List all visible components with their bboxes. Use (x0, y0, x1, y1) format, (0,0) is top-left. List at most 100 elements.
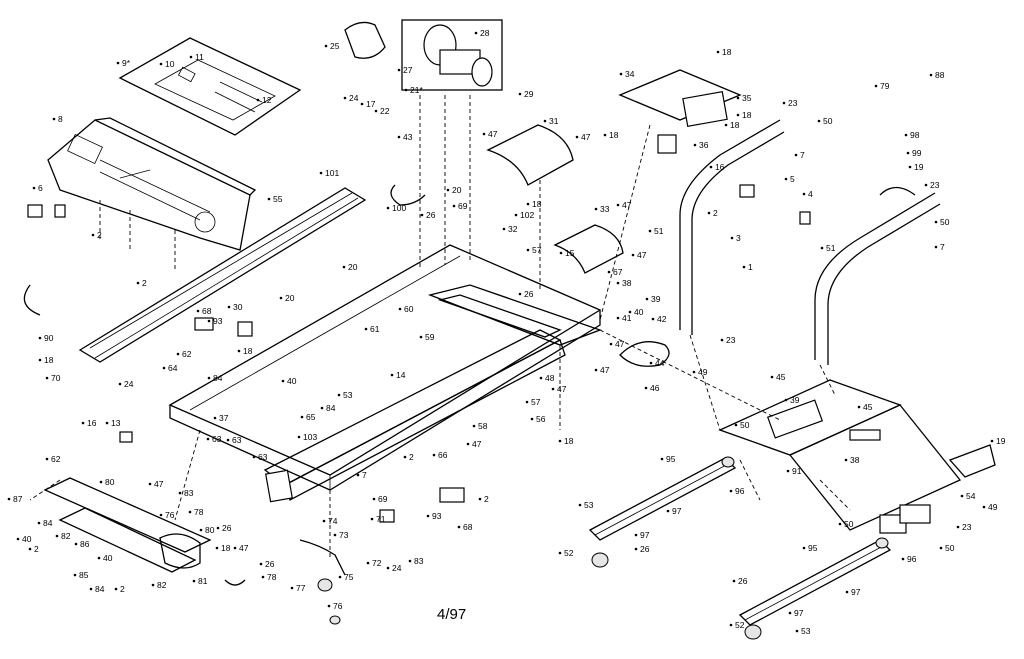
callout-label: 51 (654, 226, 664, 236)
callout-label: 33 (600, 204, 610, 214)
fastener-dot (575, 135, 579, 139)
callout-label: 7 (940, 242, 945, 252)
callout-label: 82 (157, 580, 167, 590)
fastener-dot (788, 611, 792, 615)
fastener-dot (338, 575, 342, 579)
callout-label: 34 (625, 69, 635, 79)
fastener-dot (105, 421, 109, 425)
console-overlay-decal (118, 37, 302, 136)
callout-label: 50 (740, 420, 750, 430)
callout-label: 64 (168, 363, 178, 373)
fastener-dot (616, 316, 620, 320)
fastener-dot (551, 387, 555, 391)
callout-label: 77 (296, 583, 306, 593)
fastener-dot (802, 192, 806, 196)
callout-label: 97 (794, 608, 804, 618)
callout-label: 75 (344, 572, 354, 582)
callout-label: 26 (640, 544, 650, 554)
fastener-dot (297, 435, 301, 439)
callout-label: 42 (657, 314, 667, 324)
fastener-dot (784, 177, 788, 181)
fastener-dot (206, 437, 210, 441)
fastener-dot (845, 590, 849, 594)
callout-label: 54 (966, 491, 976, 501)
callout-label: 11 (195, 52, 204, 62)
fastener-dot (114, 587, 118, 591)
fastener-dot (233, 546, 237, 550)
callout-label: 18 (44, 355, 54, 365)
fastener-dot (196, 309, 200, 313)
fastener-dot (616, 203, 620, 207)
fastener-dot (594, 207, 598, 211)
fastener-dot (526, 248, 530, 252)
callout-label: 81 (198, 576, 208, 586)
fastener-dot (649, 361, 653, 365)
callout-label: 96 (735, 486, 745, 496)
fastener-dot (408, 559, 412, 563)
fastener-dot (482, 132, 486, 136)
fastener-dot (16, 537, 20, 541)
callout-label: 47 (472, 439, 482, 449)
callout-label: 19 (996, 436, 1006, 446)
callout-label: 2 (142, 278, 147, 288)
fastener-dot (343, 96, 347, 100)
callout-label: 2 (409, 452, 414, 462)
callout-label: 102 (520, 210, 534, 220)
fastener-dot (730, 236, 734, 240)
callout-label: 26 (524, 289, 534, 299)
callout-label: 49 (698, 367, 708, 377)
callout-label: 56 (536, 414, 546, 424)
fastener-dot (118, 382, 122, 386)
left-upright-51 (814, 192, 941, 365)
callout-label: 97 (672, 506, 682, 516)
fastener-dot (226, 438, 230, 442)
fastener-dot (420, 213, 424, 217)
fastener-dot (904, 133, 908, 137)
callout-label: 52 (735, 620, 745, 630)
callout-label: 32 (508, 224, 518, 234)
callout-label: 46 (650, 383, 660, 393)
callout-label: 47 (615, 339, 625, 349)
fastener-dot (734, 423, 738, 427)
callout-label: 84 (43, 518, 53, 528)
fastener-dot (644, 386, 648, 390)
callout-label: 23 (930, 180, 940, 190)
fastener-dot (7, 497, 11, 501)
stabilizer-leg-upper (588, 457, 737, 541)
callout-label: 51 (826, 243, 836, 253)
callout-label: 52 (564, 548, 574, 558)
fastener-dot (148, 482, 152, 486)
fastener-dot (466, 442, 470, 446)
fastener-dot (259, 562, 263, 566)
fastener-dot (207, 319, 211, 323)
callout-label: 47 (600, 365, 610, 375)
fastener-dot (820, 246, 824, 250)
callout-label: 67 (613, 267, 623, 277)
callout-label: 2 (97, 230, 102, 240)
fastener-dot (189, 55, 193, 59)
callout-label: 76 (333, 601, 343, 611)
fastener-dot (474, 31, 478, 35)
fastener-dot (645, 297, 649, 301)
callout-label: 87 (13, 494, 23, 504)
callout-label: 97 (851, 587, 861, 597)
fastener-dot (446, 188, 450, 192)
callout-label: 14 (396, 370, 406, 380)
right-upright-51 (679, 119, 785, 335)
callout-label: 60 (404, 304, 414, 314)
fastener-dot (356, 473, 360, 477)
fastener-dot (52, 117, 56, 121)
callout-label: 26 (426, 210, 436, 220)
fastener-dot (324, 44, 328, 48)
callout-label: 47 (488, 129, 498, 139)
callout-label: 8 (58, 114, 63, 124)
fastener-dot (237, 349, 241, 353)
callout-label: 18 (564, 436, 574, 446)
callout-label: 40 (22, 534, 32, 544)
callout-label: 71 (376, 514, 386, 524)
callout-label: 80 (205, 525, 215, 535)
callout-label: 12 (262, 95, 272, 105)
fastener-dot (386, 566, 390, 570)
fastener-dot (709, 165, 713, 169)
fastener-dot (526, 202, 530, 206)
